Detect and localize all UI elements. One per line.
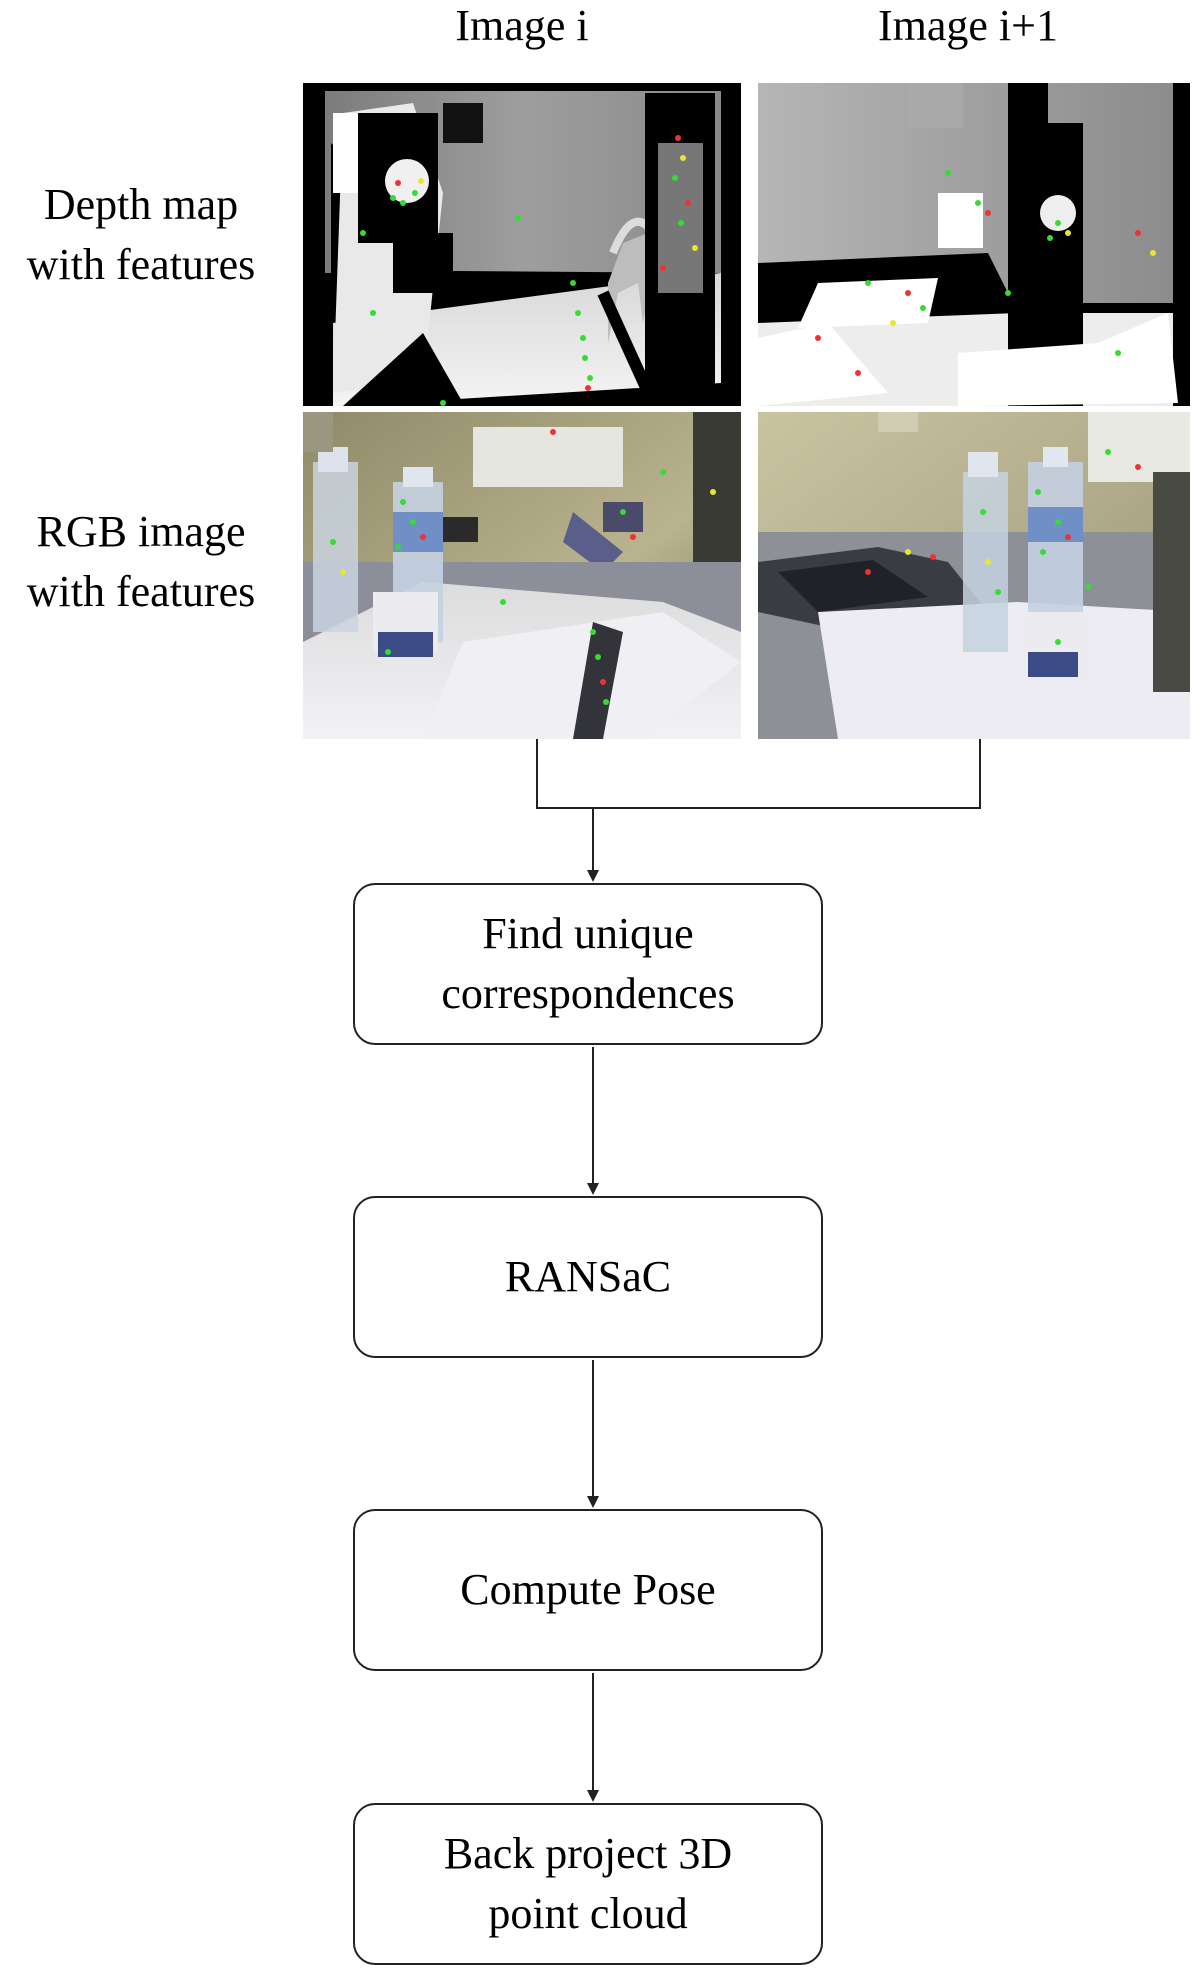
depth-map-image-i-plus-1 [758,83,1190,406]
rgb-features-i [330,429,716,705]
step-ransac: RANSaC [353,1196,823,1358]
depth-map-image-i [303,83,741,406]
row-label-depth-map: Depth map with features [0,175,282,295]
step-4-line1: Back project 3D [443,1829,733,1878]
row-label-rgb-line2: with features [26,567,256,616]
step-3-line1: Compute Pose [460,1565,716,1614]
step-compute-pose: Compute Pose [353,1509,823,1671]
row-label-rgb-line1: RGB image [36,507,246,556]
rgb-image-image-i-plus-1 [758,412,1190,739]
step-2-line1: RANSaC [504,1252,672,1301]
column-header-image-i: Image i [455,1,589,50]
step-find-unique-correspondences: Find unique correspondences [353,883,823,1045]
step-1-line1: Find unique [482,909,694,958]
merge-connector [536,739,981,809]
rgb-image-image-i [303,412,741,739]
row-label-rgb-image: RGB image with features [0,502,282,622]
step-1-line2: correspondences [441,969,735,1018]
step-back-project-3d-point-cloud: Back project 3D point cloud [353,1803,823,1965]
row-label-depth-line2: with features [26,240,256,289]
column-header-image-i-plus-1: Image i+1 [878,1,1058,50]
row-label-depth-line1: Depth map [43,180,239,229]
step-4-line2: point cloud [488,1889,688,1938]
depth-features-i-plus-1 [815,170,1156,376]
depth-features-i [360,135,698,406]
rgb-features-i-plus-1 [865,449,1141,645]
